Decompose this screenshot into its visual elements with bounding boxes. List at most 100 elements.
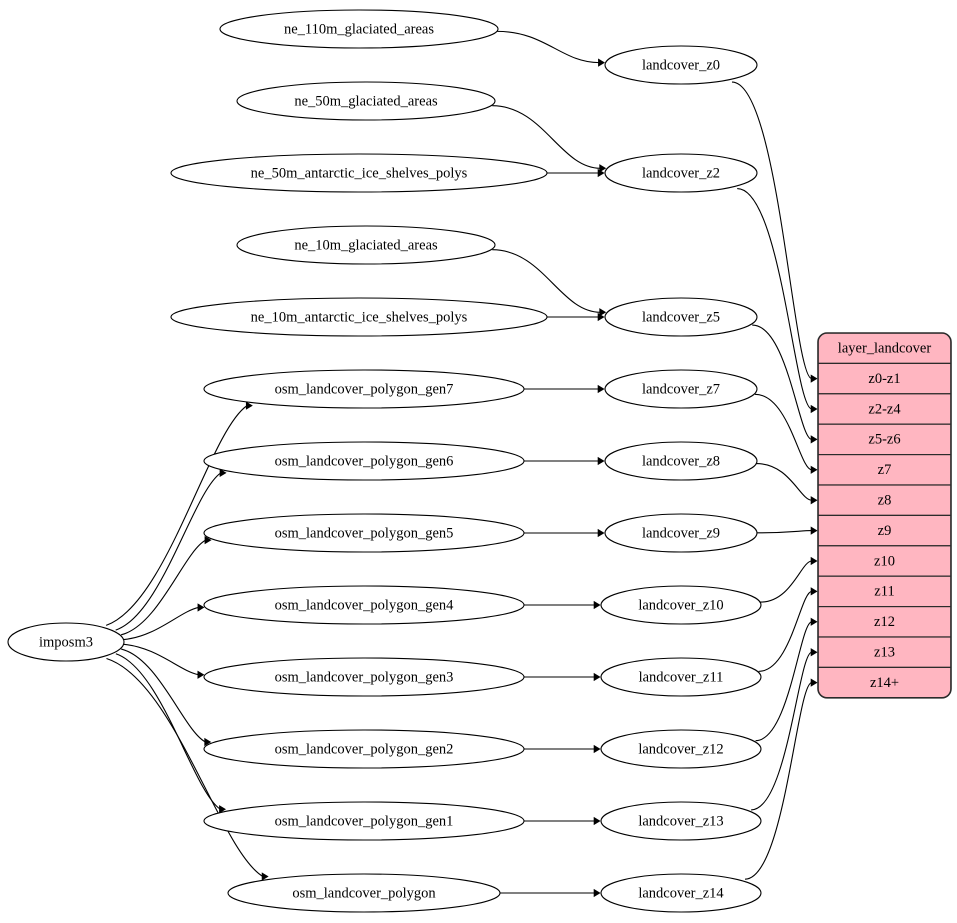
table-row-label: z5-z6 <box>868 432 900 448</box>
edge-imposm3--to--osm_landcover_polygon_gen5 <box>120 539 206 636</box>
node-label: landcover_z9 <box>642 525 720 541</box>
table-row[interactable] <box>818 393 951 425</box>
node-osm_landcover_polygon_gen7[interactable]: osm_landcover_polygon_gen7 <box>203 369 525 409</box>
edge-landcover_z2--to--layer_landcover:z2-z4 <box>737 187 813 410</box>
node-landcover_z7[interactable]: landcover_z7 <box>604 369 758 409</box>
node-shape <box>203 801 525 841</box>
node-landcover_z8[interactable]: landcover_z8 <box>604 441 758 481</box>
edge-arrowhead <box>810 617 818 626</box>
node-landcover_z2[interactable]: landcover_z2 <box>604 153 758 193</box>
node-osm_landcover_polygon_gen4[interactable]: osm_landcover_polygon_gen4 <box>203 585 525 625</box>
node-label: osm_landcover_polygon <box>292 885 436 901</box>
node-landcover_z10[interactable]: landcover_z10 <box>600 585 762 625</box>
node-shape <box>604 297 758 337</box>
node-osm_landcover_polygon_gen3[interactable]: osm_landcover_polygon_gen3 <box>203 657 525 697</box>
edge-arrowhead <box>810 465 818 474</box>
table-row-label: z14+ <box>870 675 899 691</box>
edge-imposm3--to--osm_landcover_polygon <box>106 657 264 877</box>
edge-arrowhead <box>599 308 607 317</box>
table-row[interactable] <box>818 454 951 486</box>
node-shape <box>600 585 762 625</box>
edge-landcover_z12--to--layer_landcover:z12 <box>755 621 813 742</box>
table-layer-landcover[interactable]: layer_landcoverz0-z1z2-z4z5-z6z7z8z9z10z… <box>818 333 951 698</box>
edge-ne_110m_glaciated_areas--to--landcover_z0 <box>497 30 600 64</box>
node-shape <box>7 622 125 662</box>
node-shape <box>203 729 525 769</box>
node-label: osm_landcover_polygon_gen6 <box>275 453 454 469</box>
edge-ne_50m_glaciated_areas--to--landcover_z2 <box>492 105 601 169</box>
node-osm_landcover_polygon_gen6[interactable]: osm_landcover_polygon_gen6 <box>203 441 525 481</box>
edge-arrowhead <box>810 678 818 687</box>
edge-arrowhead <box>219 805 227 814</box>
node-label: landcover_z0 <box>642 57 720 73</box>
node-landcover_z13[interactable]: landcover_z13 <box>600 801 762 841</box>
edge-arrowhead <box>810 404 818 414</box>
node-ne_110m_glaciated_areas[interactable]: ne_110m_glaciated_areas <box>219 9 499 49</box>
edge-ne_10m_glaciated_areas--to--landcover_z5 <box>492 249 601 313</box>
node-label: ne_50m_glaciated_areas <box>294 93 438 109</box>
node-ne_50m_glaciated_areas[interactable]: ne_50m_glaciated_areas <box>236 81 496 121</box>
node-label: osm_landcover_polygon_gen4 <box>275 597 455 613</box>
node-label: ne_110m_glaciated_areas <box>284 21 434 37</box>
edge-arrowhead <box>597 384 605 394</box>
node-landcover_z12[interactable]: landcover_z12 <box>600 729 762 769</box>
node-imposm3[interactable]: imposm3 <box>7 622 125 662</box>
edge-arrowhead <box>593 744 601 754</box>
edge-arrowhead <box>593 816 601 826</box>
node-landcover_z0[interactable]: landcover_z0 <box>604 45 758 85</box>
edge-landcover_z13--to--layer_landcover:z13 <box>751 651 813 811</box>
node-ne_10m_antarctic_ice_shelves_polys[interactable]: ne_10m_antarctic_ice_shelves_polys <box>170 297 548 337</box>
node-label: landcover_z2 <box>642 165 720 181</box>
node-ne_10m_glaciated_areas[interactable]: ne_10m_glaciated_areas <box>236 225 496 265</box>
table-row-label: z2-z4 <box>868 401 901 417</box>
edge-landcover_z10--to--layer_landcover:z10 <box>760 560 812 603</box>
edge-arrowhead <box>597 168 605 178</box>
edge-imposm3--to--osm_landcover_polygon_gen2 <box>121 648 206 743</box>
table-row[interactable] <box>818 545 951 577</box>
table-row[interactable] <box>818 636 951 668</box>
node-shape <box>203 657 525 697</box>
node-ne_50m_antarctic_ice_shelves_polys[interactable]: ne_50m_antarctic_ice_shelves_polys <box>170 153 548 193</box>
edge-arrowhead <box>810 374 818 383</box>
edge-arrowhead <box>810 648 818 657</box>
table-row[interactable] <box>818 514 951 547</box>
node-label: osm_landcover_polygon_gen1 <box>275 813 454 829</box>
node-landcover_z14[interactable]: landcover_z14 <box>600 873 762 913</box>
node-shape <box>600 873 762 913</box>
node-osm_landcover_polygon_gen5[interactable]: osm_landcover_polygon_gen5 <box>203 513 525 553</box>
edge-arrowhead <box>597 456 605 466</box>
edge-arrowhead <box>219 468 227 478</box>
node-label: landcover_z5 <box>642 309 720 325</box>
edge-arrowhead <box>245 401 253 410</box>
node-shape <box>219 9 499 49</box>
edge-arrowhead <box>593 672 601 682</box>
node-shape <box>203 369 525 409</box>
table-header-label: layer_landcover <box>838 341 932 357</box>
node-label: imposm3 <box>39 634 93 650</box>
node-landcover_z11[interactable]: landcover_z11 <box>600 657 762 697</box>
node-osm_landcover_polygon[interactable]: osm_landcover_polygon <box>227 873 501 913</box>
node-osm_landcover_polygon_gen2[interactable]: osm_landcover_polygon_gen2 <box>203 729 525 769</box>
node-landcover_z9[interactable]: landcover_z9 <box>604 513 758 553</box>
edge-imposm3--to--osm_landcover_polygon_gen7 <box>105 405 248 626</box>
node-shape <box>600 729 762 769</box>
node-shape <box>203 441 525 481</box>
edge-arrowhead <box>593 600 601 610</box>
node-landcover_z5[interactable]: landcover_z5 <box>604 297 758 337</box>
table-row-label: z13 <box>874 645 895 661</box>
node-label: landcover_z12 <box>638 741 723 757</box>
table-row[interactable] <box>818 423 951 456</box>
edge-arrowhead <box>593 888 601 898</box>
node-label: osm_landcover_polygon_gen2 <box>275 741 454 757</box>
table-row[interactable] <box>818 605 951 638</box>
table-row[interactable] <box>818 666 951 698</box>
edge-arrowhead <box>597 312 605 322</box>
table-row-label: z0-z1 <box>868 371 900 387</box>
node-osm_landcover_polygon_gen1[interactable]: osm_landcover_polygon_gen1 <box>203 801 525 841</box>
node-shape <box>203 585 525 625</box>
table-row-label: z10 <box>874 553 895 569</box>
node-label: landcover_z13 <box>638 813 723 829</box>
table-row-label: z11 <box>874 584 894 600</box>
edge-arrowhead <box>204 737 212 747</box>
